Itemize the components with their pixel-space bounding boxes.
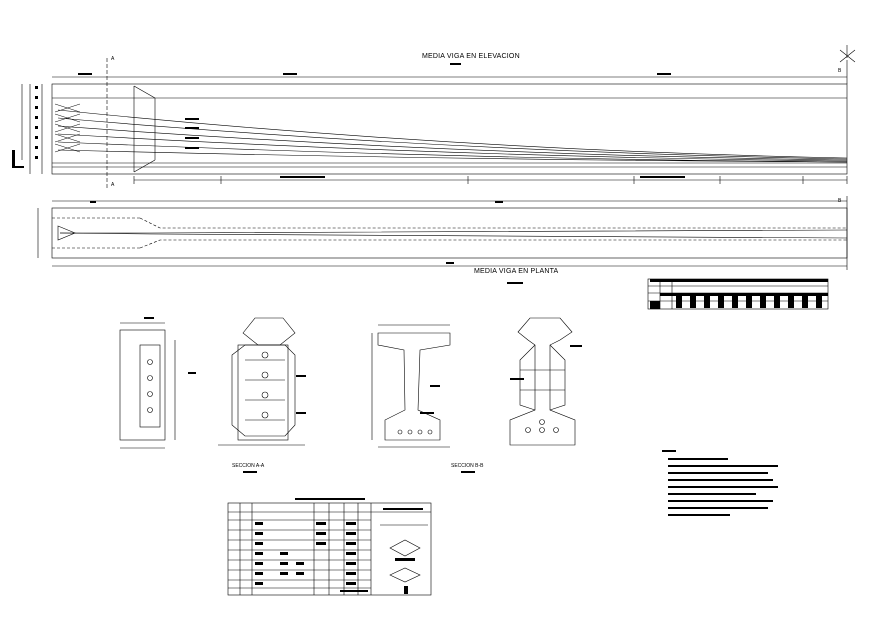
section-b-title: SECCION B-B	[451, 463, 484, 469]
section-a-reinforcement	[218, 317, 305, 446]
section-a-end-view	[119, 322, 176, 449]
cut-marker-a-bottom: A	[111, 182, 115, 188]
elevation-beam-outline	[51, 83, 848, 175]
cut-marker-b-top: B	[838, 68, 842, 74]
bar-schedule-table	[227, 502, 432, 596]
plan-view	[37, 196, 848, 270]
cut-marker-a-top: A	[111, 56, 115, 62]
section-b-outline	[371, 324, 451, 448]
elevation-view	[21, 58, 848, 190]
elevation-title: MEDIA VIGA EN ELEVACION	[422, 53, 520, 60]
section-b-reinforcement	[509, 317, 576, 446]
plan-title: MEDIA VIGA EN PLANTA	[474, 268, 559, 275]
anchorage-hatch	[54, 103, 81, 153]
cut-marker-b-plan: B	[838, 198, 842, 204]
section-a-title: SECCION A-A	[232, 463, 265, 469]
elevation-tendons	[57, 109, 848, 163]
north-arrow-icon	[839, 45, 856, 63]
dimension-labels	[12, 63, 828, 594]
